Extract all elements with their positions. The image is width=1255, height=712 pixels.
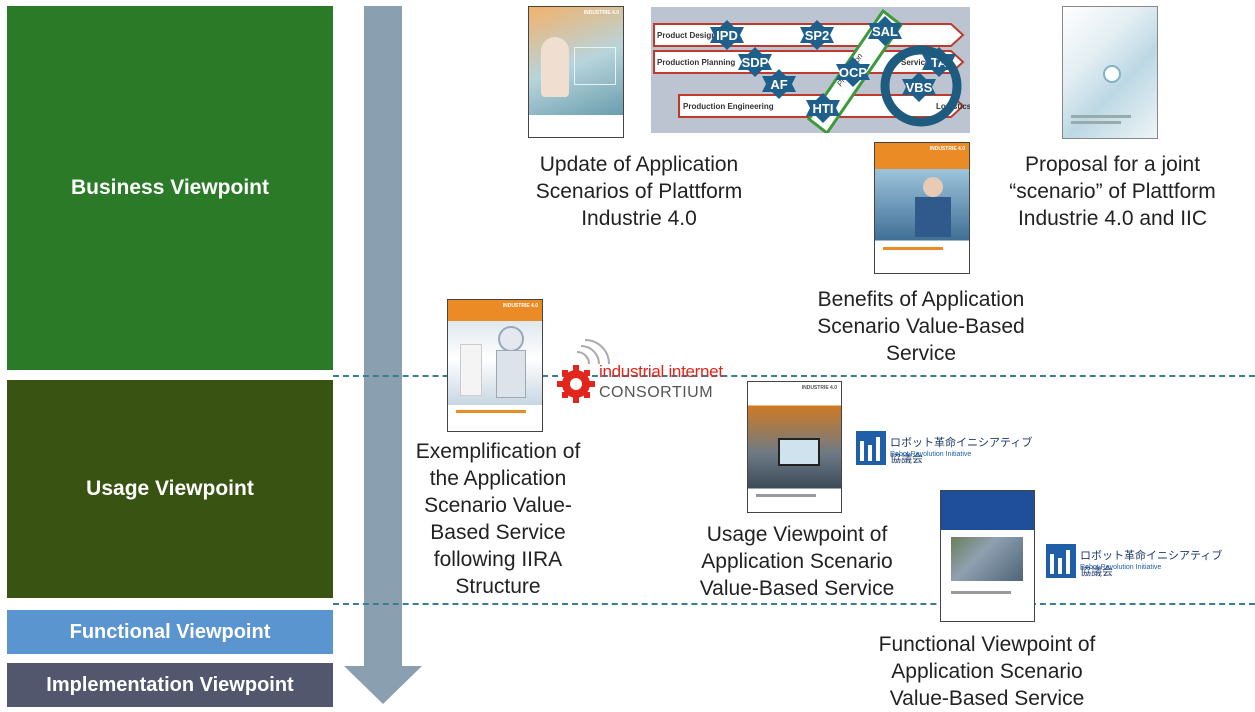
usage-viewpoint-band: Usage Viewpoint — [7, 380, 333, 598]
industrie40-mark: INDUSTRIE 4.0 — [502, 303, 538, 309]
functional-viewpoint-label: Functional Viewpoint — [69, 620, 271, 643]
scenario-af: AF — [770, 77, 787, 92]
caption-update-scenarios: Update of Application Scenarios of Platt… — [535, 153, 743, 230]
booklet-update-scenarios: INDUSTRIE 4.0 — [528, 6, 624, 138]
booklet-usage-viewpoint: INDUSTRIE 4.0 — [747, 381, 842, 513]
business-viewpoint-band: Business Viewpoint — [7, 6, 333, 370]
caption-exemplification: Exemplification of the Application Scena… — [415, 440, 581, 598]
scenario-sdp: SDP — [742, 55, 769, 70]
iic-logo: industrial internet CONSORTIUM — [555, 332, 725, 404]
iic-gear-icon — [557, 339, 610, 403]
functional-viewpoint-band: Functional Viewpoint — [7, 610, 333, 654]
map-row-production-engineering: Production Engineering — [683, 102, 774, 111]
business-viewpoint-label: Business Viewpoint — [71, 176, 269, 199]
scenario-vbs: VBS — [906, 80, 933, 95]
scenario-sp2: SP2 — [805, 28, 830, 43]
rri-logo-en: Robot Revolution Initiative — [890, 451, 972, 458]
caption-functional-vbs: Functional Viewpoint of Application Scen… — [878, 633, 1096, 710]
rri-mark-icon — [1046, 544, 1076, 578]
industrie40-mark: INDUSTRIE 4.0 — [801, 385, 837, 391]
rri-logo: ロボット革命イニシアティブ協議会 Robot Revolution Initia… — [856, 431, 1036, 465]
scenario-hti: HTI — [813, 101, 834, 116]
rri-mark-icon — [856, 431, 886, 465]
vbs-highlight-circle — [880, 45, 962, 127]
scenario-ocp: OCP — [839, 65, 868, 80]
map-row-service: Service — [901, 58, 930, 67]
scenario-ipd: IPD — [716, 28, 738, 43]
caption-joint-proposal: Proposal for a joint “scenario” of Platt… — [1009, 153, 1216, 230]
rri-logo-en-2: Robot Revolution Initiative — [1080, 564, 1162, 571]
implementation-viewpoint-band: Implementation Viewpoint — [7, 663, 333, 707]
iic-logo-line1: industrial internet — [599, 362, 723, 381]
rri-logo-jp: ロボット革命イニシアティブ協議会 — [890, 436, 1033, 465]
rri-logo-jp-2: ロボット革命イニシアティブ協議会 — [1080, 549, 1223, 578]
industrie40-mark: INDUSTRIE 4.0 — [583, 10, 619, 16]
down-arrow-icon — [344, 6, 422, 704]
map-row-production-planning: Production Planning — [657, 58, 735, 67]
dashed-separator-business-usage — [333, 375, 1255, 377]
booklet-joint-proposal — [1062, 6, 1158, 139]
caption-usage-vbs: Usage Viewpoint of Application Scenario … — [699, 523, 895, 600]
scenario-sal: SAL — [872, 24, 898, 39]
map-row-product-design: Product Design — [657, 31, 716, 40]
booklet-functional-viewpoint — [940, 490, 1035, 622]
implementation-viewpoint-label: Implementation Viewpoint — [46, 673, 294, 696]
booklet-exemplification: INDUSTRIE 4.0 — [447, 299, 543, 432]
caption-benefits-vbs: Benefits of Application Scenario Value-B… — [817, 288, 1025, 365]
dashed-separator-usage-functional — [333, 603, 1255, 605]
booklet-benefits-vbs: INDUSTRIE 4.0 — [874, 142, 970, 274]
industrie40-mark: INDUSTRIE 4.0 — [929, 146, 965, 152]
iic-logo-line2: CONSORTIUM — [599, 384, 714, 401]
scenario-map: Product Design Production Planning Produ… — [651, 7, 970, 133]
usage-viewpoint-label: Usage Viewpoint — [86, 477, 254, 500]
rri-logo-2: ロボット革命イニシアティブ協議会 Robot Revolution Initia… — [1046, 544, 1226, 578]
